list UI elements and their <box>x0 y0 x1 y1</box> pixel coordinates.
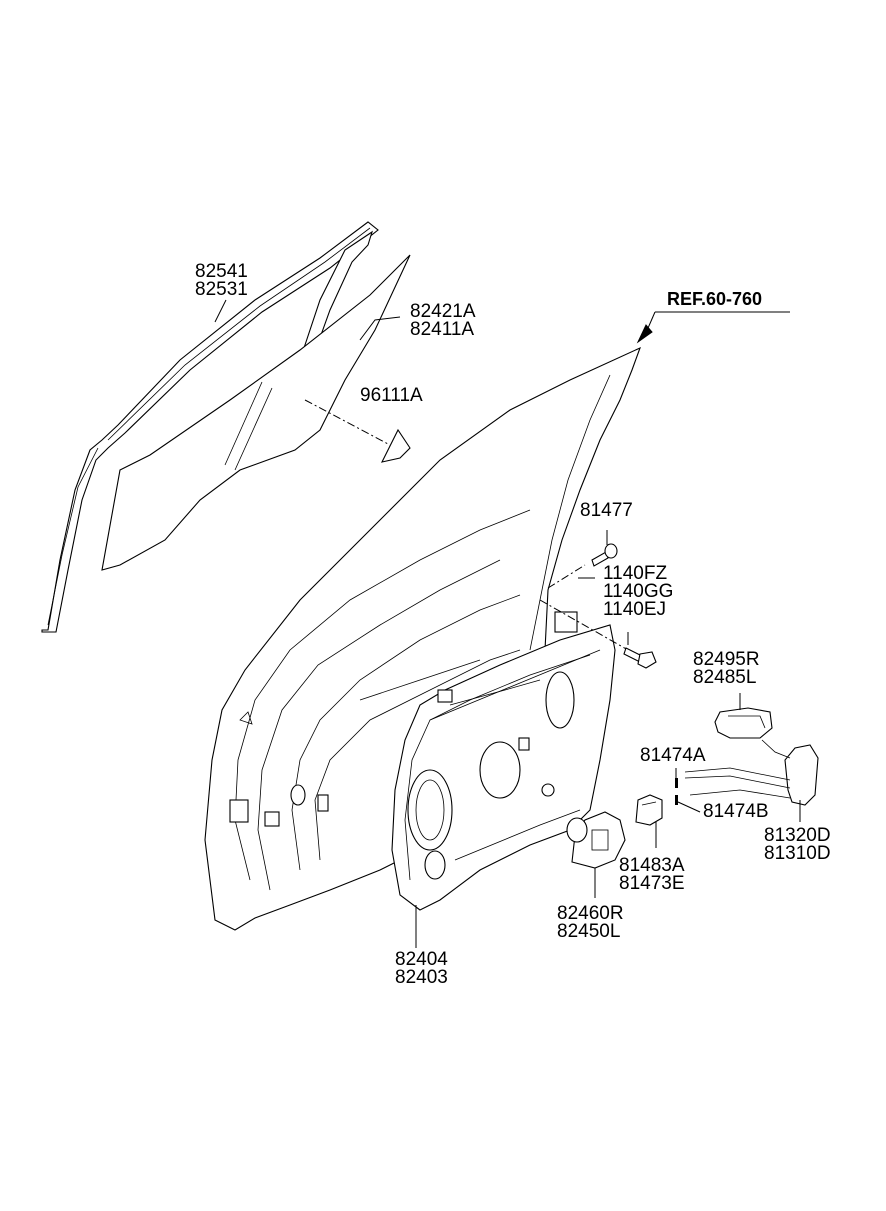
window-motor <box>566 811 626 869</box>
label-81310d: 81310D <box>764 843 831 864</box>
label-81474b: 81474B <box>703 801 769 822</box>
door-glass <box>101 254 411 571</box>
outside-handle-bracket <box>714 707 773 739</box>
door-latch <box>684 739 819 806</box>
label-82411a: 82411A <box>410 319 475 340</box>
label-82541: 82541 <box>195 261 248 282</box>
clip-81477 <box>591 543 618 567</box>
label-81320d: 81320D <box>764 825 831 846</box>
label-82485l: 82485L <box>693 667 757 688</box>
pin-81474 <box>675 778 678 805</box>
label-82450l: 82450L <box>557 921 621 942</box>
label-81474a: 81474A <box>640 745 706 766</box>
label-82495r: 82495R <box>693 649 760 670</box>
label-1140gg: 1140GG <box>603 581 674 602</box>
label-81473e: 81473E <box>619 873 685 894</box>
inside-handle-bracket <box>635 794 663 826</box>
label-81483a: 81483A <box>619 855 685 876</box>
label-1140ej: 1140EJ <box>603 599 667 620</box>
label-82403: 82403 <box>395 967 448 988</box>
glass-pad <box>380 428 411 463</box>
label-96111a: 96111A <box>360 385 423 406</box>
label-82404: 82404 <box>395 949 448 970</box>
label-82460r: 82460R <box>557 903 624 924</box>
label-ref-60-760: REF.60-760 <box>667 289 763 309</box>
label-1140fz: 1140FZ <box>603 563 668 584</box>
label-82531: 82531 <box>195 279 248 300</box>
label-81477: 81477 <box>580 500 633 521</box>
label-82421a: 82421A <box>410 301 476 322</box>
bolt-1140 <box>623 647 657 669</box>
door-module-panel <box>391 611 616 911</box>
